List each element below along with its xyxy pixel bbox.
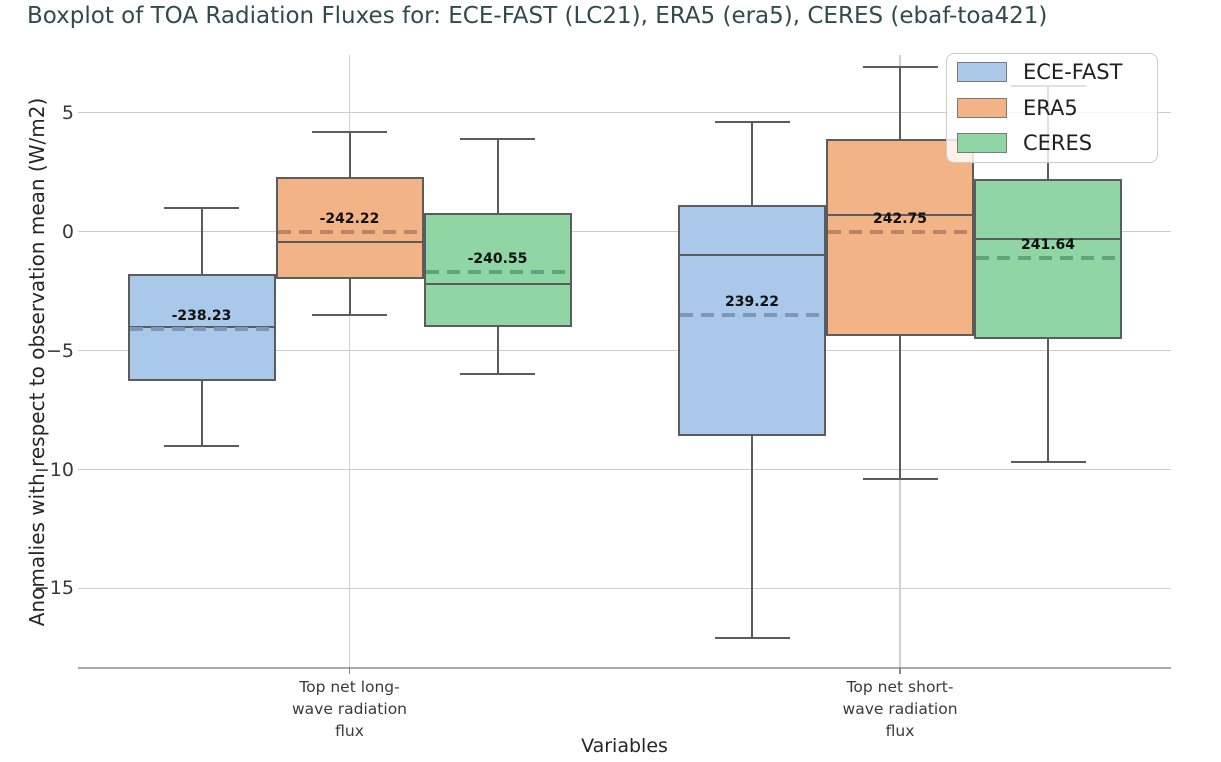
median-line (129, 325, 274, 328)
y-tick-label: −10 (33, 458, 74, 481)
mean-line (425, 270, 570, 274)
x-tick-mark (348, 667, 351, 674)
legend-label: CERES (1023, 131, 1093, 155)
plot-area: -238.23 239.22 -242.22 242.75 -240.55 241.64 (78, 55, 1171, 669)
y-axis-label: Anomalies with respect to observation me… (25, 97, 49, 627)
whisker-cap-bottom (1010, 461, 1086, 464)
whisker-cap-bottom (312, 313, 387, 316)
whisker-lower (200, 381, 203, 446)
gridline-horizontal (78, 349, 1171, 352)
y-tick-label: 0 (61, 220, 74, 243)
median-line (277, 241, 422, 244)
mean-line (976, 255, 1121, 260)
boxplot-box-era5 (275, 176, 424, 280)
median-line (976, 237, 1121, 240)
legend-swatch (957, 62, 1007, 82)
legend-label: ERA5 (1023, 95, 1078, 120)
mean-line (129, 327, 274, 332)
whisker-lower (751, 436, 754, 639)
whisker-cap-bottom (862, 478, 938, 481)
mean-line (277, 229, 422, 234)
legend-label: ECE-FAST (1023, 60, 1123, 84)
gridline-horizontal (78, 111, 1171, 114)
whisker-cap-bottom (460, 373, 535, 376)
y-tick-label: 5 (61, 101, 74, 124)
x-tick-label: Top net short- wave radiation flux (842, 678, 958, 740)
median-line (828, 213, 973, 216)
median-line (680, 254, 825, 257)
x-tick-label: Top net long- wave radiation flux (291, 678, 408, 740)
whisker-cap-bottom (714, 637, 790, 640)
whisker-cap-bottom (164, 444, 239, 447)
gridline-horizontal (78, 230, 1171, 233)
mean-value-label: 242.75 (873, 210, 928, 227)
whisker-upper (200, 207, 203, 275)
gridline-horizontal (78, 587, 1171, 590)
whisker-upper (899, 67, 902, 139)
whisker-cap-top (460, 137, 535, 140)
y-tick-label: −15 (33, 577, 74, 600)
whisker-cap-top (862, 66, 938, 69)
mean-line (680, 312, 825, 317)
whisker-cap-top (714, 121, 790, 124)
whisker-lower (1047, 338, 1050, 463)
boxplot-box-ece-fast (678, 205, 827, 437)
legend-swatch (957, 133, 1007, 153)
mean-value-label: -240.55 (467, 251, 528, 267)
x-axis-spine (78, 667, 1171, 669)
gridline-horizontal (78, 468, 1171, 471)
mean-value-label: -238.23 (171, 308, 232, 325)
median-line (425, 282, 570, 285)
y-tick-label: −5 (45, 339, 74, 362)
mean-value-label: 239.22 (725, 293, 780, 310)
boxplot-box-era5 (826, 138, 975, 337)
whisker-cap-top (164, 206, 239, 209)
mean-line (828, 229, 973, 234)
x-tick-mark (899, 667, 901, 674)
whisker-lower (496, 326, 499, 375)
whisker-lower (899, 336, 902, 480)
whisker-upper (348, 131, 351, 177)
whisker-cap-top (312, 130, 387, 133)
mean-value-label: 241.64 (1021, 236, 1076, 253)
mean-value-label: -242.22 (319, 210, 380, 227)
boxplot-box-ceres (423, 212, 572, 327)
gridline-vertical (348, 55, 351, 667)
x-axis-label: Variables (581, 735, 668, 757)
legend-swatch (957, 97, 1007, 118)
whisker-lower (348, 279, 351, 315)
whisker-upper (496, 138, 499, 213)
chart-title: Boxplot of TOA Radiation Fluxes for: ECE… (27, 3, 1048, 29)
whisker-upper (751, 122, 754, 206)
